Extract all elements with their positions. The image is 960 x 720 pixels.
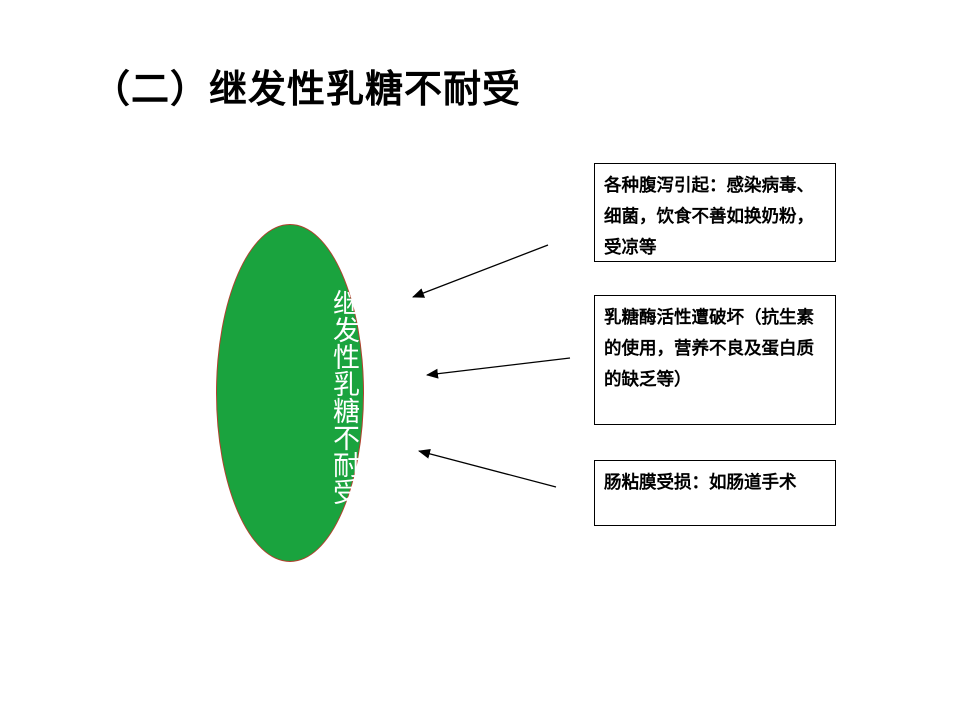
arrow-2 <box>426 357 571 379</box>
arrow-3 <box>418 448 557 488</box>
center-node-ellipse: 继发性乳糖不耐受 <box>216 224 364 562</box>
center-node-label: 继发性乳糖不耐受 <box>328 289 359 505</box>
cause-box-1: 各种腹泻引起：感染病毒、细菌，饮食不善如换奶粉，受凉等 <box>594 163 836 262</box>
slide-title: （二）继发性乳糖不耐受 <box>92 67 522 111</box>
cause-box-2: 乳糖酶活性遭破坏（抗生素的使用，营养不良及蛋白质的缺乏等） <box>594 295 836 425</box>
arrow-1 <box>412 244 549 298</box>
cause-box-3: 肠粘膜受损：如肠道手术 <box>594 460 836 526</box>
